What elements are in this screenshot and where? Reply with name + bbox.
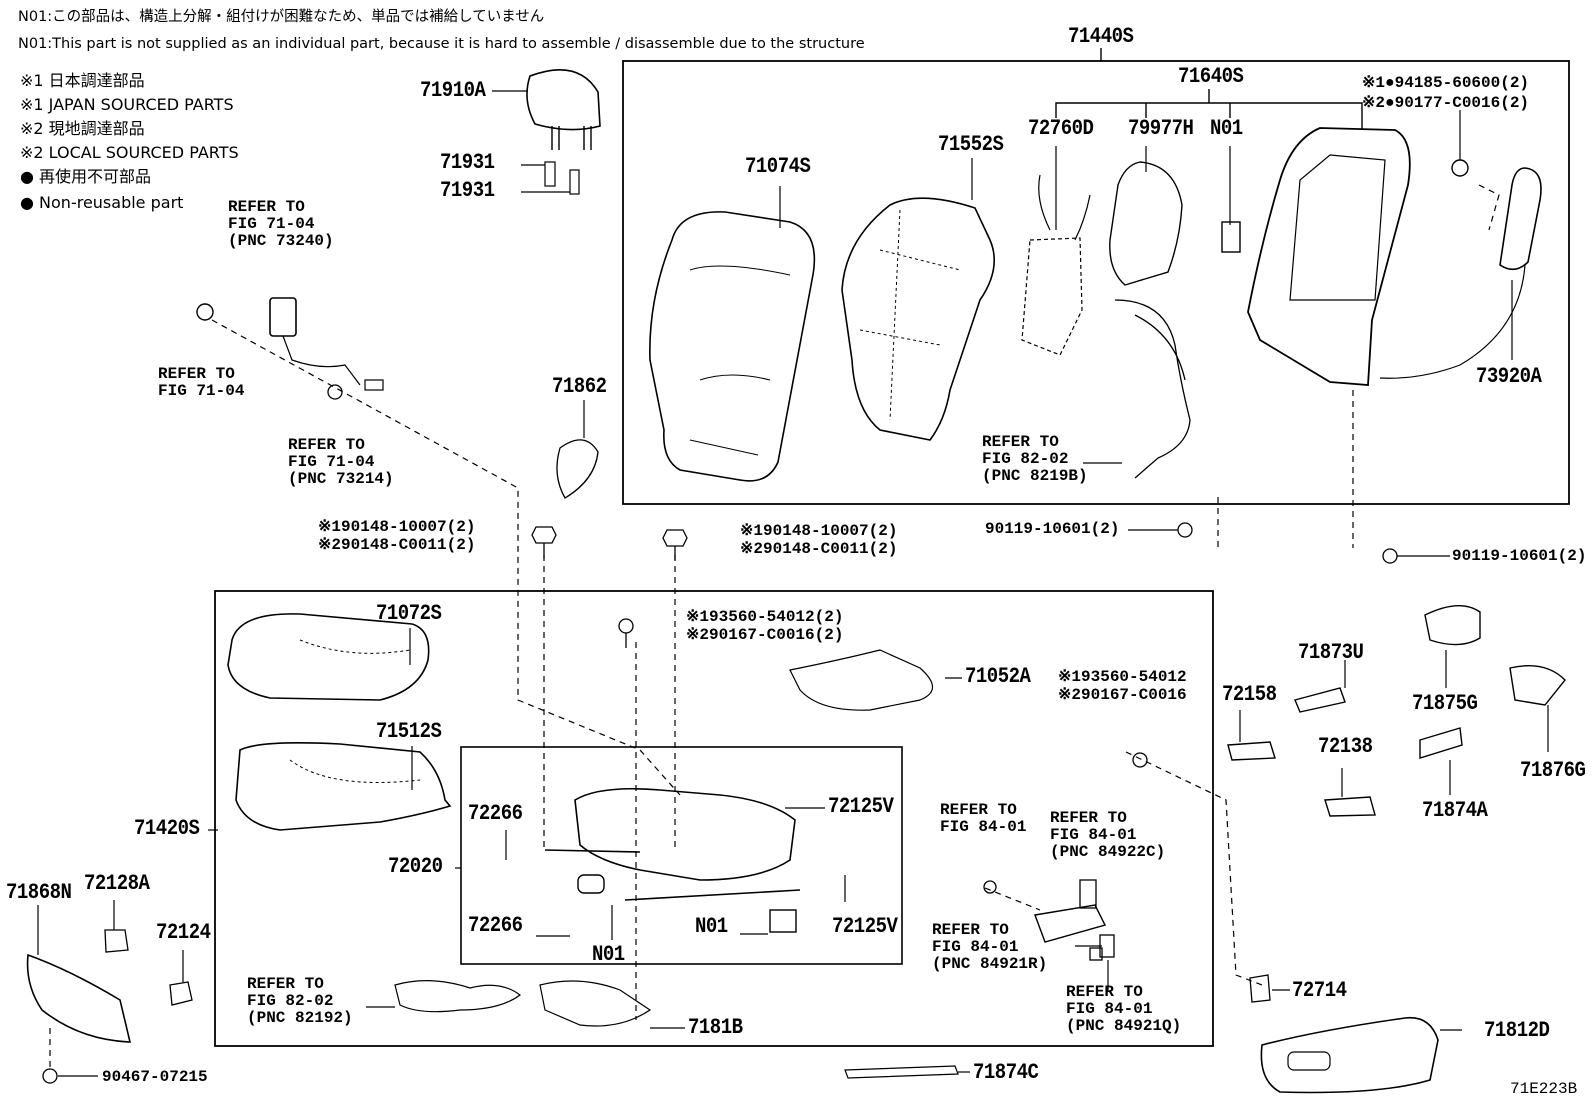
part-90467-07215[interactable]: 90467-07215 — [102, 1068, 208, 1086]
part-n01-actuator[interactable]: N01 — [695, 913, 728, 939]
part-72124[interactable]: 72124 — [156, 919, 211, 945]
part-72266-upper[interactable]: 72266 — [468, 800, 523, 826]
part-71440S[interactable]: 71440S — [1068, 23, 1134, 49]
legend-non-reusable: ● Non-reusable part — [20, 193, 184, 212]
illustration-code: 71E223B — [1510, 1080, 1578, 1098]
bolt-callout-left[interactable]: ※190148-10007(2)※290148-C0011(2) — [318, 518, 476, 554]
legend-japan-sourced-jp: ※1 日本調達部品 — [20, 71, 145, 90]
part-71052A[interactable]: 71052A — [965, 663, 1031, 689]
part-94185-60600[interactable]: ※1●94185-60600(2) — [1362, 74, 1530, 92]
bolt-callout-right[interactable]: ※193560-54012※290167-C0016 — [1058, 668, 1187, 704]
part-71074S[interactable]: 71074S — [745, 153, 811, 179]
part-71876G[interactable]: 71876G — [1520, 757, 1586, 783]
part-71640S[interactable]: 71640S — [1178, 63, 1244, 89]
part-72125V-lower[interactable]: 72125V — [832, 913, 898, 939]
part-71072S[interactable]: 71072S — [376, 600, 442, 626]
part-71868N[interactable]: 71868N — [6, 879, 72, 905]
legend-local-sourced-jp: ※2 現地調達部品 — [20, 119, 145, 138]
part-72158[interactable]: 72158 — [1222, 681, 1277, 707]
part-71874C[interactable]: 71874C — [973, 1059, 1039, 1085]
part-72760D[interactable]: 72760D — [1028, 115, 1094, 141]
part-71875G[interactable]: 71875G — [1412, 690, 1478, 716]
part-71873U[interactable]: 71873U — [1298, 639, 1364, 665]
part-72020[interactable]: 72020 — [388, 853, 443, 879]
part-71552S[interactable]: 71552S — [938, 131, 1004, 157]
part-72266-lower[interactable]: 72266 — [468, 912, 523, 938]
part-n01-motor[interactable]: N01 — [592, 941, 625, 967]
part-72138[interactable]: 72138 — [1318, 733, 1373, 759]
part-72125V-upper[interactable]: 72125V — [828, 793, 894, 819]
legend-japan-sourced: ※1 JAPAN SOURCED PARTS — [20, 95, 234, 114]
part-71812D[interactable]: 71812D — [1484, 1017, 1550, 1043]
part-7181B[interactable]: 7181B — [688, 1014, 743, 1040]
part-90177-C0016[interactable]: ※2●90177-C0016(2) — [1362, 94, 1530, 112]
cushion-group-frame — [214, 590, 1214, 1047]
part-90119-10601-left[interactable]: 90119-10601(2) — [985, 520, 1120, 538]
part-71862[interactable]: 71862 — [552, 373, 607, 399]
note-n01-english: N01:This part is not supplied as an indi… — [18, 36, 865, 52]
adjuster-subgroup-frame — [460, 746, 903, 965]
note-n01-japanese: N01:この部品は、構造上分解・組付けが困難なため、単品では補給していません — [18, 9, 545, 25]
part-71931-lower[interactable]: 71931 — [440, 177, 495, 203]
legend-non-reusable-jp: ● 再使用不可部品 — [20, 167, 152, 186]
part-79977H[interactable]: 79977H — [1128, 115, 1194, 141]
part-71420S[interactable]: 71420S — [134, 815, 200, 841]
part-73920A[interactable]: 73920A — [1476, 363, 1542, 389]
part-71512S[interactable]: 71512S — [376, 718, 442, 744]
part-72714[interactable]: 72714 — [1292, 977, 1347, 1003]
part-71874A[interactable]: 71874A — [1422, 797, 1488, 823]
part-90119-10601-right[interactable]: 90119-10601(2) — [1452, 547, 1587, 565]
part-n01-sensor[interactable]: N01 — [1210, 115, 1243, 141]
bolt-callout-adjuster[interactable]: ※193560-54012(2)※290167-C0016(2) — [686, 608, 844, 644]
part-72128A[interactable]: 72128A — [84, 870, 150, 896]
bolt-callout-center[interactable]: ※190148-10007(2)※290148-C0011(2) — [740, 522, 898, 558]
part-71931-upper[interactable]: 71931 — [440, 149, 495, 175]
part-71910A[interactable]: 71910A — [420, 77, 486, 103]
legend-local-sourced: ※2 LOCAL SOURCED PARTS — [20, 143, 239, 162]
seatback-group-frame — [622, 60, 1570, 505]
